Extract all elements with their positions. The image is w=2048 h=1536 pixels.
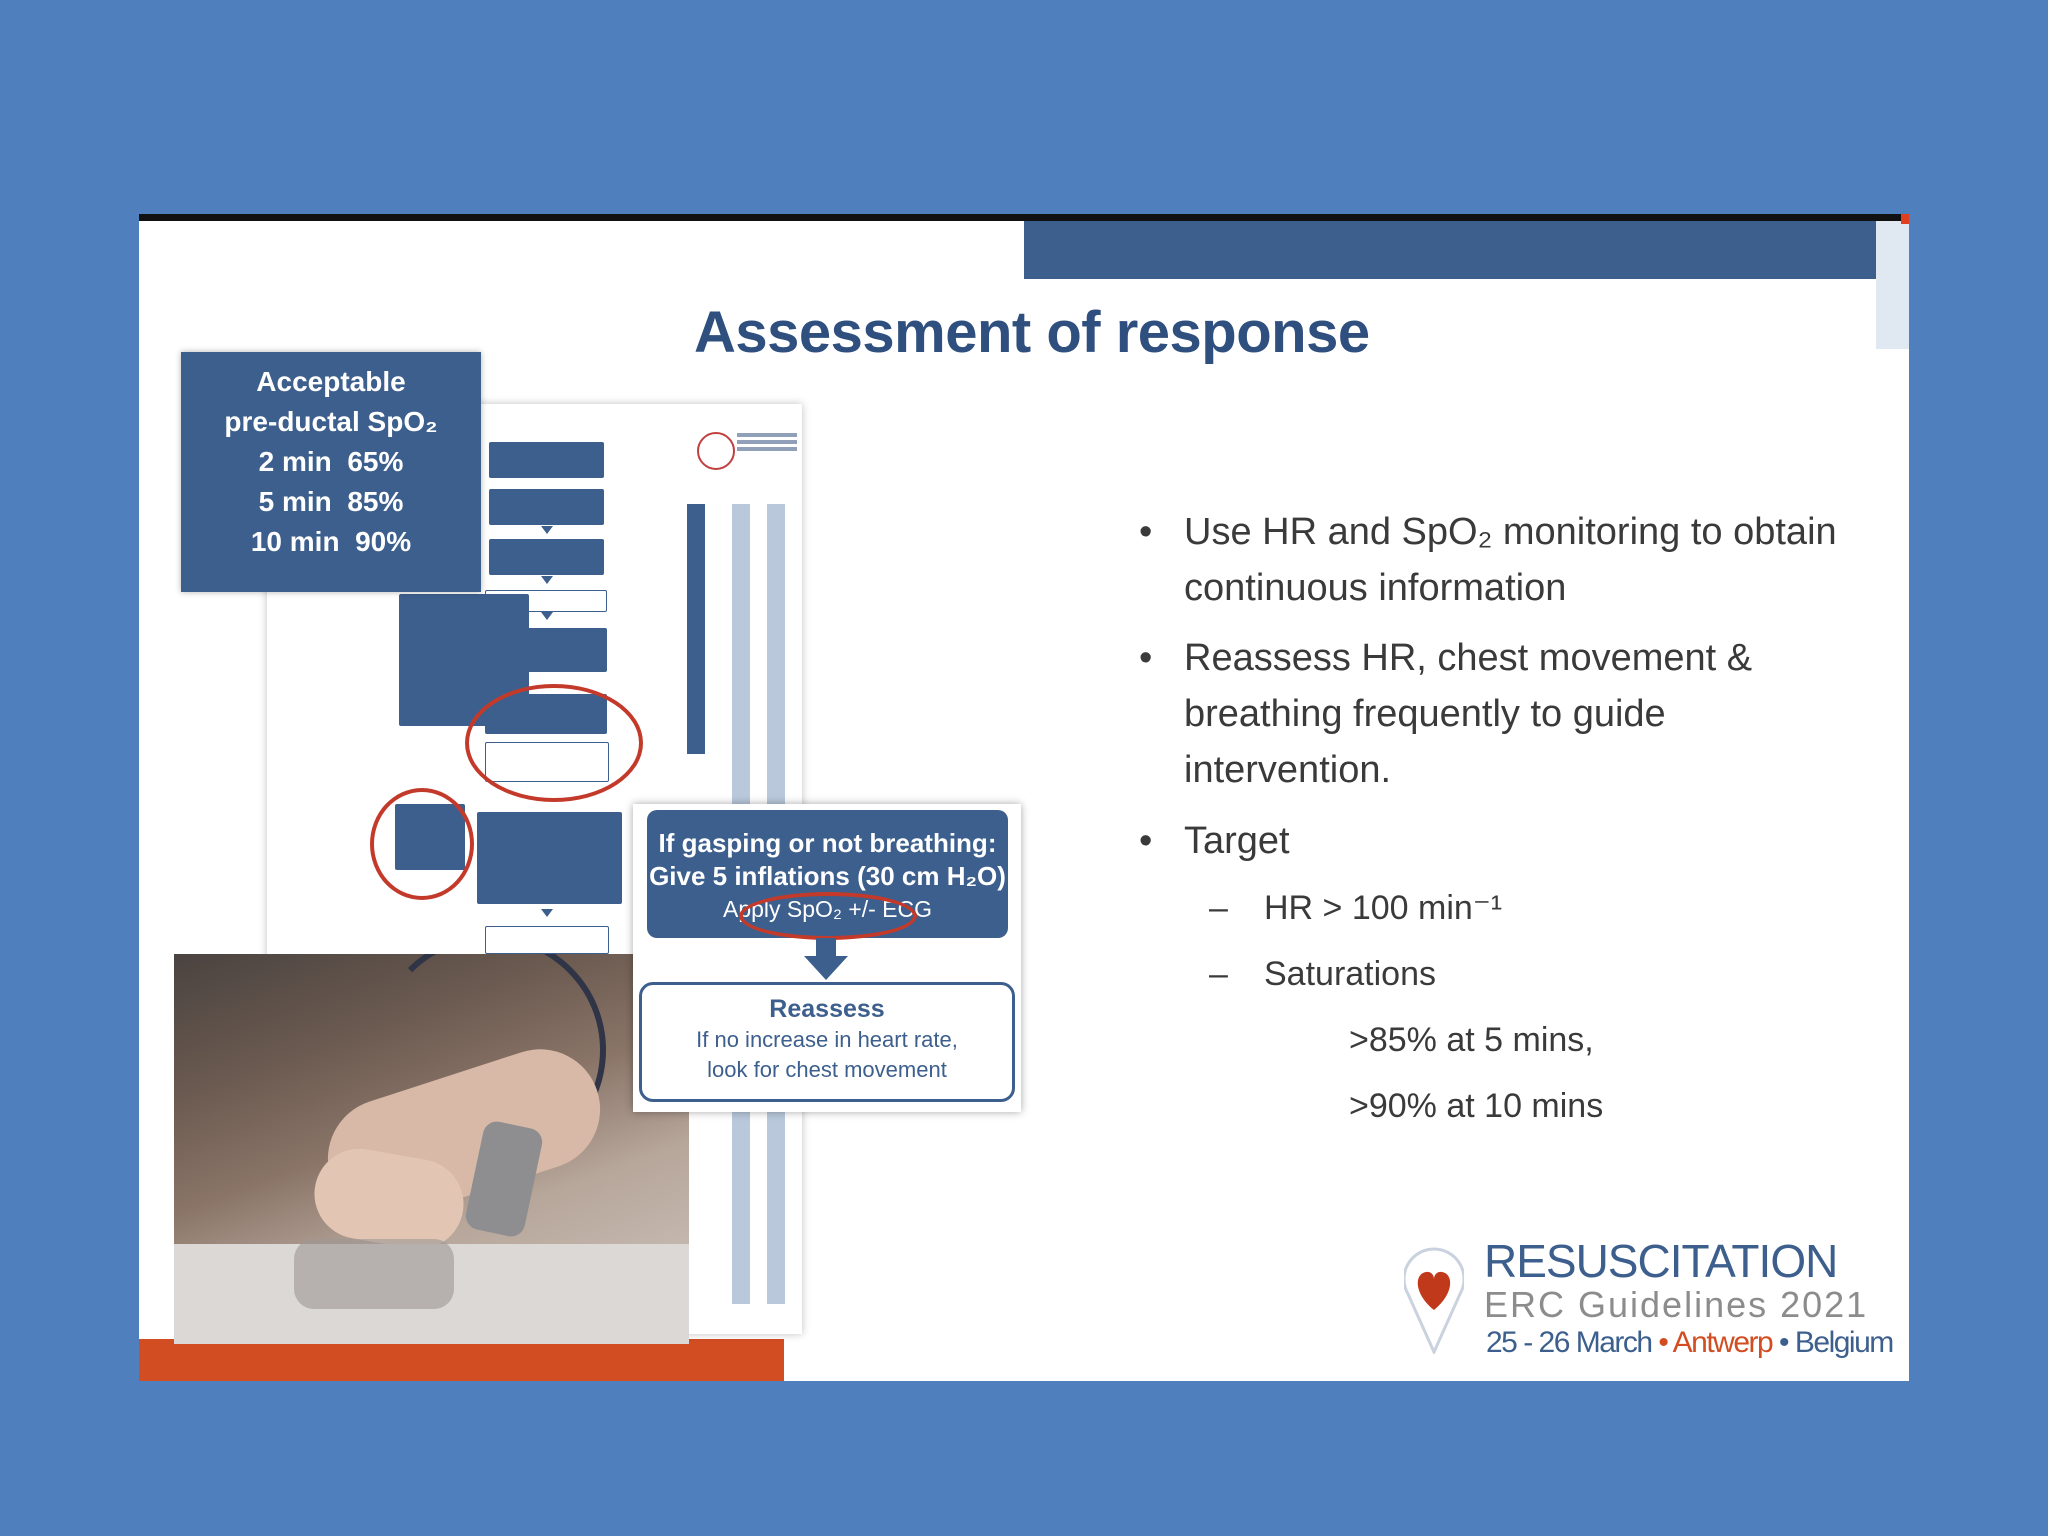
down-arrow-icon [816,938,836,956]
flowchart-step [477,812,622,904]
sub-bullet-item: – HR > 100 min⁻¹ [1209,886,1503,930]
spo2-line-acceptable: Acceptable [256,366,406,397]
erc-brand-block: RESUSCITATION ERC Guidelines 2021 25 - 2… [1404,1234,1909,1374]
spo2-line-preductal: pre-ductal SpO₂ [224,406,438,437]
brand-separator: • [1772,1326,1795,1359]
bullet-text: continuous information [1184,567,1567,609]
flowchart-step [489,539,604,575]
highlight-oval [370,788,474,900]
bullet-item: • Target [1139,813,1904,869]
bullet-text: breathing frequently to guide [1184,693,1666,735]
brand-subtitle: ERC Guidelines 2021 [1484,1284,1869,1325]
down-arrow-icon [804,956,848,980]
bullet-dot: • [1139,637,1153,679]
bullet-item: • Reassess HR, chest movement & breathin… [1139,630,1904,798]
flowchart-zoom-panel: If gasping or not breathing: Give 5 infl… [633,804,1021,1112]
zoom-reassess-line: look for chest movement [707,1057,947,1082]
brand-title: RESUSCITATION [1484,1235,1838,1287]
spo2-target-box: Acceptable pre-ductal SpO₂ 2 min 65% 5 m… [181,352,481,592]
sub-bullet-dash: – [1209,889,1228,927]
flowchart-step [485,926,609,954]
brand-date: 25 - 26 March [1486,1326,1653,1359]
flowchart-arrow [541,526,553,534]
spo2-row: 10 min 90% [250,526,412,557]
brand-event-line: 25 - 26 March • Antwerp • Belgium [1486,1326,1894,1360]
sub-bullet-dash: – [1209,955,1228,993]
bullet-dot: • [1139,511,1153,553]
erc-logo-text [737,430,797,454]
right-accent [1876,221,1909,349]
spo2-row: 5 min 85% [258,486,404,517]
saturation-target: >90% at 10 mins [1349,1087,1604,1125]
photo-cable [374,954,606,1166]
photo-blanket-pattern [294,1239,454,1309]
flowchart-arrow [541,576,553,584]
zoom-reassess-box: Reassess If no increase in heart rate, l… [639,982,1015,1102]
saturation-target: >85% at 5 mins, [1349,1021,1594,1059]
flowchart-arrow [541,909,553,917]
highlight-oval [465,684,643,802]
erc-logo-icon [697,432,735,470]
bottom-accent-bar [139,1339,784,1381]
zoom-reassess-title: Reassess [769,995,885,1023]
zoom-action-box: If gasping or not breathing: Give 5 infl… [647,810,1008,938]
bullet-text: intervention. [1184,749,1392,791]
newborn-oximeter-photo [174,954,689,1344]
sub-bullet-item: – Saturations [1209,952,1436,996]
bullet-text: Reassess HR, chest movement & [1184,637,1753,679]
slide-top-border [139,214,1909,221]
bullet-dot: • [1139,820,1153,862]
zoom-reassess-line: If no increase in heart rate, [696,1027,958,1052]
brand-separator: • [1651,1326,1673,1359]
bullet-item: • Use HR and SpO₂ monitoring to obtain c… [1139,504,1904,616]
flowchart-step [489,442,604,478]
corner-accent [1901,214,1909,224]
flowchart-arrow [541,612,553,620]
bullet-text: Use HR and SpO₂ monitoring to obtain [1184,511,1837,553]
sub-bullet-text: Saturations [1264,955,1436,993]
brand-country: Belgium [1794,1326,1894,1359]
heart-pin-icon [1404,1247,1464,1354]
zoom-line-inflations: Give 5 inflations (30 cm H₂O) [649,861,1006,891]
flowchart-side-bar [687,504,705,754]
slide: Assessment of response Acceptable pre-d [139,214,1909,1381]
highlight-oval [739,892,917,940]
header-bar [1024,221,1876,279]
bullet-text: Target [1184,820,1290,862]
zoom-line-gasping: If gasping or not breathing: [658,828,997,858]
brand-city: Antwerp [1672,1326,1774,1359]
slide-title: Assessment of response [694,300,1370,365]
sub-bullet-text: HR > 100 min⁻¹ [1264,889,1503,927]
spo2-row: 2 min 65% [258,446,404,477]
flowchart-step [489,489,604,525]
